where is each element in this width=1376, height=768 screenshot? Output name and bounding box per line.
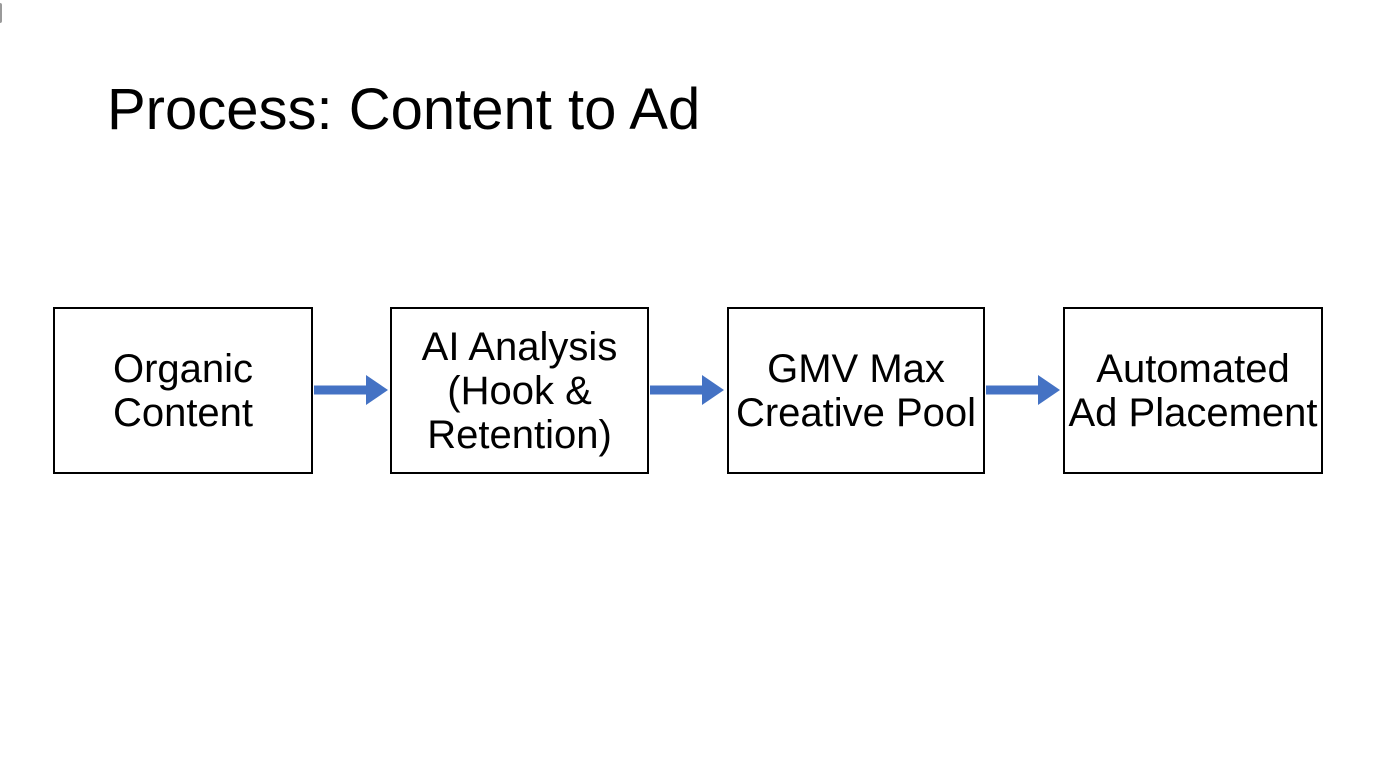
flow-box-label: AI Analysis (Hook & Retention) — [422, 325, 618, 457]
label-line: Retention) — [427, 412, 612, 457]
flow-box-label: GMV Max Creative Pool — [736, 347, 976, 435]
label-line: (Hook & — [447, 368, 592, 413]
label-line: AI Analysis — [421, 324, 618, 369]
right-arrow-icon[interactable] — [650, 374, 724, 406]
flow-box-organic-content[interactable]: Organic Content — [53, 307, 313, 474]
label-line: Organic — [112, 346, 254, 391]
flow-box-label: Organic Content — [113, 347, 253, 435]
flow-box-automated-ad-placement[interactable]: Automated Ad Placement — [1063, 307, 1323, 474]
flow-box-label: Automated Ad Placement — [1068, 347, 1317, 435]
label-line: Creative Pool — [735, 390, 977, 435]
label-line: Automated — [1096, 346, 1290, 391]
corner-mark — [0, 3, 2, 23]
right-arrow-icon[interactable] — [314, 374, 388, 406]
label-line: GMV Max — [767, 346, 945, 391]
flow-box-gmv-max-creative-pool[interactable]: GMV Max Creative Pool — [727, 307, 985, 474]
label-line: Content — [112, 390, 254, 435]
right-arrow-icon[interactable] — [986, 374, 1060, 406]
slide-title[interactable]: Process: Content to Ad — [107, 77, 701, 142]
label-line: Ad Placement — [1068, 390, 1318, 435]
flow-box-ai-analysis[interactable]: AI Analysis (Hook & Retention) — [390, 307, 649, 474]
